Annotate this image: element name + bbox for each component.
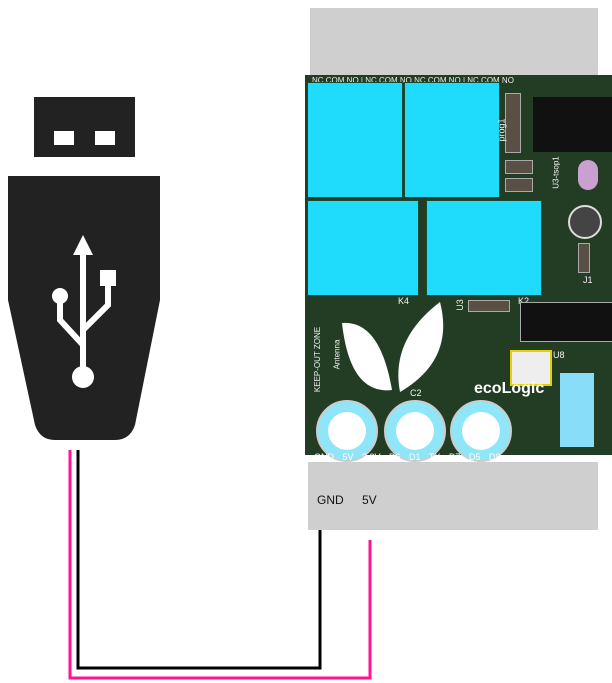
capacitor-2	[384, 400, 446, 462]
j1-label: J1	[583, 275, 593, 285]
5v-label: 5V	[362, 493, 377, 507]
capacitor-1	[316, 400, 378, 462]
top-pin-labels: NC COM NO | NC COM NO NC COM NO | NC COM…	[312, 76, 514, 85]
relay-k1	[307, 82, 403, 198]
j1-header	[578, 243, 590, 273]
jumper-2	[505, 178, 533, 192]
ir-receiver	[578, 160, 598, 190]
bottom-pin-labels: GND 5V 3.3V D6 D1 TX D7 D5 D8	[314, 452, 501, 462]
dc-jack	[533, 97, 612, 152]
u8-label: U8	[553, 350, 565, 360]
c2-label: C2	[410, 388, 422, 398]
usb-plug-icon	[8, 97, 160, 440]
k2-label: K2	[518, 296, 530, 306]
gnd-wire	[76, 450, 322, 670]
antenna-label: Antenna	[332, 339, 342, 370]
capacitor-3	[450, 400, 512, 462]
prog-label: prog1	[496, 118, 507, 142]
gnd-label: GND	[317, 493, 344, 507]
bottom-terminal-block	[308, 462, 598, 530]
push-button	[510, 350, 552, 386]
led	[568, 205, 602, 239]
keepout-label: KEEP-OUT ZONE	[313, 326, 323, 393]
jumper-1	[505, 160, 533, 174]
5v-wire	[68, 450, 372, 680]
relay-k2	[426, 200, 542, 296]
sensor-module	[560, 373, 594, 447]
prog-header	[505, 93, 521, 153]
relay-k4	[307, 200, 419, 296]
relay-k3	[404, 82, 500, 198]
audio-jack	[520, 302, 612, 342]
tsop-label: U3-tsop1	[551, 156, 561, 189]
k4-label: K4	[398, 296, 410, 306]
u3-header	[468, 300, 510, 312]
u3-label: U3	[454, 299, 465, 311]
ecologic-logo: ecoLogic	[474, 380, 545, 397]
top-terminal-block	[310, 8, 598, 80]
